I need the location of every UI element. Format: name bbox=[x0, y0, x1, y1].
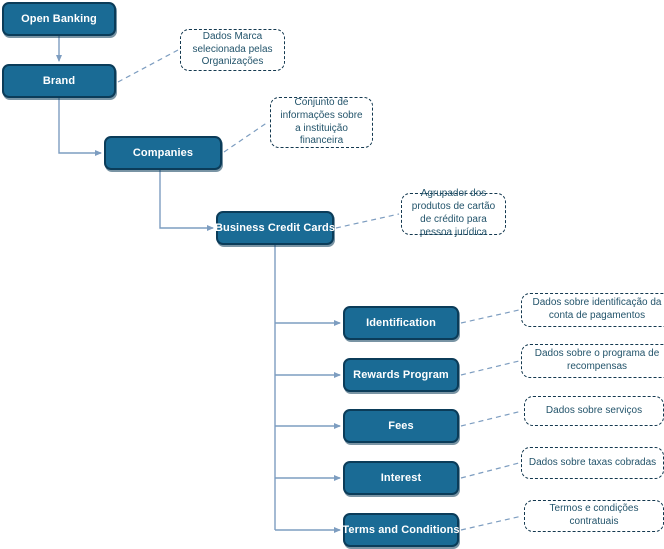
node-rewards-program[interactable]: Rewards Program bbox=[343, 358, 459, 392]
node-fees[interactable]: Fees bbox=[343, 409, 459, 443]
node-label: Fees bbox=[388, 419, 414, 432]
node-terms-and-conditions[interactable]: Terms and Conditions bbox=[342, 513, 460, 547]
node-identification[interactable]: Identification bbox=[343, 306, 459, 340]
callout-label: Agrupador dos produtos de cartão de créd… bbox=[411, 188, 496, 238]
callout-label: Termos e condições contratuais bbox=[549, 503, 639, 527]
node-label: Business Credit Cards bbox=[214, 221, 336, 234]
leader-identification bbox=[460, 309, 520, 324]
node-interest[interactable]: Interest bbox=[343, 461, 459, 495]
leader-terms-and-conditions bbox=[460, 515, 523, 531]
leader-rewards-program bbox=[460, 360, 520, 376]
node-companies[interactable]: Companies bbox=[104, 136, 222, 170]
callout-label: Dados sobre taxas cobradas bbox=[528, 456, 657, 468]
callout-brand-note: Dados Marca selecionada pelas Organizaçõ… bbox=[180, 29, 285, 71]
leader-business-credit-cards bbox=[335, 213, 400, 229]
callout-identification-note: Dados sobre identificação da conta de pa… bbox=[521, 293, 664, 327]
node-label: Open Banking bbox=[21, 12, 97, 25]
node-label: Brand bbox=[42, 74, 76, 87]
connector-brand-to-companies bbox=[58, 98, 102, 156]
callout-companies-note: Conjunto de informações sobre a institui… bbox=[270, 97, 373, 148]
callout-terms-and-conditions-note: Termos e condições contratuais bbox=[524, 500, 664, 532]
callout-business-credit-cards-note: Agrupador dos produtos de cartão de créd… bbox=[401, 188, 506, 238]
callout-label: Dados sobre o programa de recompensas bbox=[534, 348, 660, 372]
node-open-banking[interactable]: Open Banking bbox=[2, 2, 116, 36]
node-label: Identification bbox=[366, 316, 436, 329]
callout-interest-note: Dados sobre taxas cobradas bbox=[521, 447, 664, 479]
callout-rewards-program-note: Dados sobre o programa de recompensas bbox=[521, 344, 664, 378]
node-business-credit-cards[interactable]: Business Credit Cards bbox=[214, 211, 336, 245]
leader-fees bbox=[460, 410, 523, 427]
leader-companies bbox=[223, 121, 269, 153]
callout-label: Conjunto de informações sobre a institui… bbox=[280, 96, 363, 147]
node-label: Rewards Program bbox=[353, 368, 449, 381]
leader-brand bbox=[117, 49, 179, 83]
node-brand[interactable]: Brand bbox=[2, 64, 116, 98]
connector-companies-to-business-credit-cards bbox=[159, 170, 214, 231]
callout-fees-note: Dados sobre serviços bbox=[524, 396, 664, 426]
callout-label: Dados Marca selecionada pelas Organizaçõ… bbox=[192, 30, 273, 68]
callout-label: Dados sobre identificação da conta de pa… bbox=[532, 297, 662, 321]
callout-label: Dados sobre serviços bbox=[545, 404, 643, 416]
leader-interest bbox=[460, 462, 520, 479]
callout-leader-lines bbox=[117, 49, 523, 531]
node-label: Terms and Conditions bbox=[342, 523, 460, 536]
node-label: Companies bbox=[132, 146, 194, 159]
flow-connectors bbox=[56, 36, 341, 533]
node-label: Interest bbox=[380, 471, 422, 484]
